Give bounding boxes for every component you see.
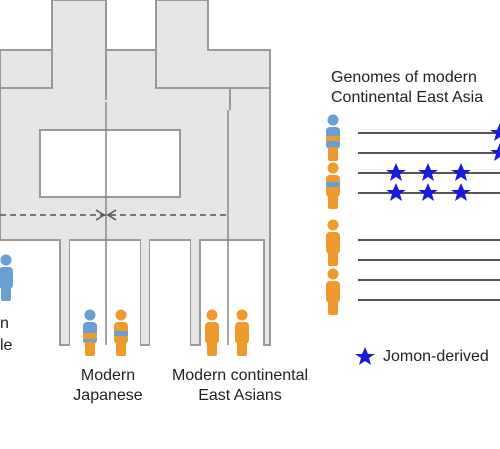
gene-flow-arrowhead-left (95, 209, 106, 221)
jomon-stars (355, 123, 500, 365)
continental-label-line2: East Asians (198, 387, 282, 404)
continental-label-line1: Modern continental (171, 367, 309, 384)
person-icon-japanese-2 (114, 309, 128, 356)
modern-japanese-label-line1: Modern (80, 367, 136, 384)
left-group-label-line1: n (0, 315, 9, 332)
genome-lines (358, 132, 500, 301)
star-icon (490, 123, 500, 141)
star-icon (451, 183, 471, 201)
person-icon-continental-1 (205, 309, 219, 356)
tree-top-bracket-left (0, 50, 53, 89)
star-icon (386, 183, 406, 201)
star-icon (418, 163, 438, 181)
population-tree (0, 0, 271, 346)
star-icon (418, 183, 438, 201)
modern-japanese-label-line2: Japanese (73, 387, 143, 404)
genome-person-icon-2 (326, 162, 340, 209)
star-icon (490, 143, 500, 161)
person-icon-japanese-1 (83, 309, 97, 356)
star-icon (451, 163, 471, 181)
person-icon-left-group (0, 254, 13, 301)
legend-label: Jomon-derived (383, 348, 489, 365)
person-icon-continental-2 (235, 309, 249, 356)
lane-mid (70, 241, 140, 346)
genome-person-icon-3 (326, 219, 340, 266)
genome-person-icon-4 (326, 268, 340, 315)
star-icon (386, 163, 406, 181)
legend-star-icon (355, 347, 375, 365)
lane-right (150, 241, 190, 346)
inner-window (39, 129, 181, 198)
genomes-title-line1: Genomes of modern (331, 69, 477, 86)
left-group-label-line2: le (0, 337, 13, 354)
genome-person-icon-1 (326, 114, 340, 161)
gene-flow-arrowhead-right (106, 209, 117, 221)
genomes-title-line2: Continental East Asia (331, 89, 484, 106)
tree-top-bracket-right (155, 50, 270, 110)
